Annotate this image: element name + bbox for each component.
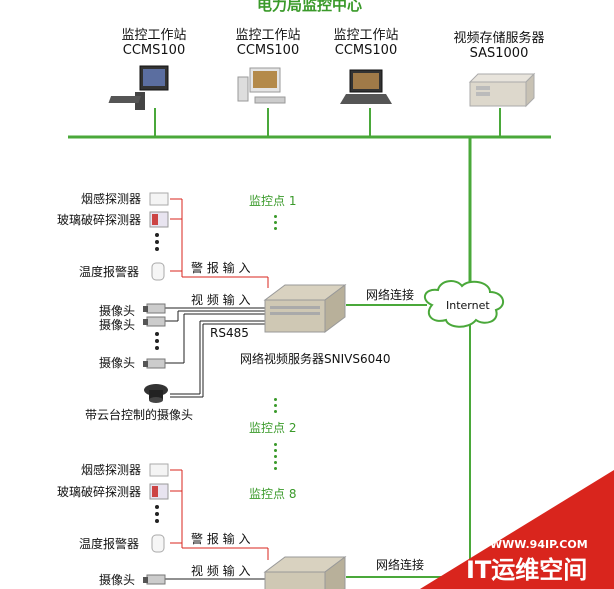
temperature-alarm-label: 温度报警器: [79, 537, 140, 551]
site-1-label: 监控点 1: [249, 194, 297, 208]
watermark-triangle: [420, 470, 614, 589]
camera-icon: [143, 316, 166, 327]
laptop-icon: [340, 69, 392, 104]
watermark-url: WWW.94IP.COM: [490, 538, 588, 551]
watermark-brand: IT运维空间: [466, 556, 588, 584]
smoke-detector-label: 烟感探测器: [81, 463, 142, 477]
site-8-label: 监控点 8: [249, 487, 297, 501]
temperature-alarm-icon: [151, 534, 165, 553]
video-server-icon: [263, 284, 347, 333]
network-link-label: 网络连接: [376, 558, 425, 572]
glass-break-detector-label: 玻璃破碎探测器: [57, 485, 142, 499]
temperature-alarm-icon: [151, 262, 165, 281]
site-1-dots: [274, 215, 278, 233]
storage-server-icon: [468, 72, 536, 108]
glass-break-detector-label: 玻璃破碎探测器: [57, 213, 142, 227]
site-2-dots-bottom: [274, 443, 278, 473]
internet-label: Internet: [446, 299, 490, 312]
rs485-label: RS485: [210, 326, 249, 340]
desktop-computer-icon: [108, 65, 169, 110]
desktop-computer-icon: [237, 67, 286, 104]
smoke-detector-icon: [149, 463, 169, 477]
page-title: 电力局监控中心: [257, 0, 363, 14]
camera-label: 摄像头: [99, 573, 136, 587]
more-detectors-dots: [155, 505, 159, 526]
camera-icon: [143, 303, 166, 314]
smoke-detector-label: 烟感探测器: [81, 192, 142, 206]
camera-label: 摄像头: [99, 318, 136, 332]
ptz-camera-icon: [144, 384, 168, 403]
camera-label: 摄像头: [99, 356, 136, 370]
video-input-label: 视 频 输 入: [191, 564, 251, 578]
smoke-detector-icon: [149, 192, 169, 206]
ptz-camera-label: 带云台控制的摄像头: [85, 408, 194, 422]
alarm-input-label: 警 报 输 入: [191, 532, 251, 546]
camera-label: 摄像头: [99, 304, 136, 318]
site-2-label: 监控点 2: [249, 421, 297, 435]
video-input-label: 视 频 输 入: [191, 293, 251, 307]
temperature-alarm-label: 温度报警器: [79, 265, 140, 279]
camera-icon: [143, 574, 166, 585]
video-server-icon: [263, 556, 347, 589]
alarm-input-label: 警 报 输 入: [191, 261, 251, 275]
more-cameras-dots: [155, 332, 159, 353]
more-detectors-dots: [155, 233, 159, 254]
site-2-dots-top: [274, 398, 278, 416]
internet-cloud-icon: [423, 280, 505, 328]
video-server-label: 网络视频服务器SNIVS6040: [240, 352, 391, 366]
network-link-label: 网络连接: [366, 288, 415, 302]
camera-icon: [143, 358, 166, 369]
